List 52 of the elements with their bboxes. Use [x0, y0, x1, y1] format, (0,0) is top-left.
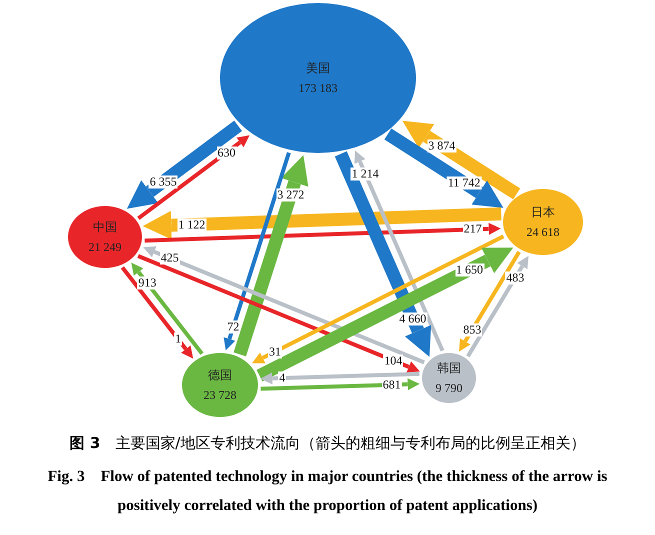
edge-label: 483 [505, 271, 526, 284]
patent-count: 9 790 [436, 380, 462, 397]
edge-label: 425 [160, 252, 180, 265]
arrow [131, 262, 204, 355]
arrow [126, 120, 242, 209]
arrow [234, 155, 308, 356]
country-circle [68, 206, 142, 268]
edge-label: 1 650 [455, 263, 484, 276]
arrow [256, 248, 514, 382]
edge-label: 913 [137, 276, 158, 290]
edge-label: 1 122 [177, 218, 206, 231]
arrow [137, 135, 250, 220]
country-name: 德国 [208, 367, 232, 384]
arrow [402, 120, 520, 200]
patent-count: 173 183 [298, 80, 338, 97]
figure-caption: 图 3 主要国家/地区专利技术流向（箭头的粗细与专利布局的比例呈正相关） [68, 434, 586, 453]
edge-label: 3 874 [427, 139, 456, 152]
country-circle [503, 189, 583, 255]
edge-label: 6 355 [148, 175, 178, 188]
edge-label: 1 214 [350, 167, 380, 180]
edge-label: 4 660 [398, 312, 428, 326]
arrow [143, 246, 425, 364]
arrow [334, 151, 432, 357]
country-circle [422, 353, 476, 403]
country-name: 美国 [306, 60, 330, 77]
arrow [260, 372, 420, 384]
arrow [144, 222, 501, 243]
edge-label: 1 [174, 332, 182, 346]
country-name: 日本 [531, 204, 555, 221]
arrow [354, 150, 444, 352]
edge-label: 31 [268, 345, 282, 358]
arrow [142, 207, 502, 240]
edge-label: 72 [226, 320, 240, 334]
arrow [459, 250, 521, 352]
arrow [120, 266, 194, 359]
edge-label: 630 [216, 146, 236, 159]
arrow [252, 234, 504, 364]
country-name: 韩国 [437, 360, 461, 377]
edge-label: 11 742 [446, 176, 482, 190]
arrow [137, 254, 420, 372]
edge-label: 853 [462, 323, 482, 336]
patent-count: 24 618 [526, 224, 560, 241]
arrow [466, 256, 528, 358]
arrow [260, 378, 420, 391]
edge-label: 681 [382, 378, 402, 392]
edge-label: 3 272 [276, 188, 306, 202]
figure-caption: Fig. 3 Flow of patented technology in major countries (the thickness of the arrow is positively correlated with the proportion of patent applications) [46, 467, 608, 516]
patent-count: 21 249 [88, 239, 122, 256]
patent-count: 23 728 [204, 387, 236, 404]
country-name: 中国 [93, 219, 117, 236]
arrow [224, 152, 291, 350]
edge-label: 104 [383, 354, 404, 367]
